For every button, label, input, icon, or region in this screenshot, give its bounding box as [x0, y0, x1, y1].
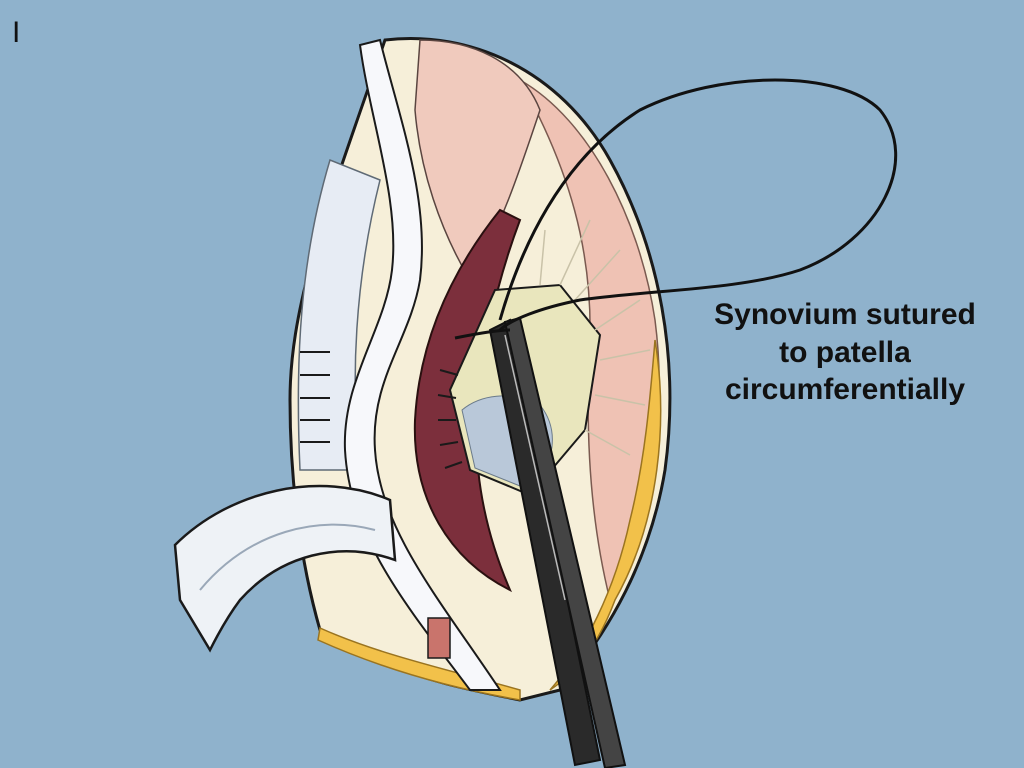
callout-line-1: Synovium sutured	[714, 298, 976, 331]
retractor-inner	[199, 523, 376, 591]
fat-lining	[549, 339, 662, 691]
medial-sutures	[300, 351, 330, 443]
callout-line-3: circumferentially	[724, 373, 966, 406]
radiating-lines	[539, 219, 651, 456]
suture-thread-strand	[454, 328, 511, 340]
callout-line-2: to patella	[779, 335, 911, 369]
panel-label: I	[12, 16, 21, 49]
callout-label: Synovium sutured to patella circumferent…	[670, 296, 1020, 409]
synovium-sutures	[437, 369, 463, 469]
tissue-marker	[427, 617, 451, 659]
retractor	[173, 484, 397, 653]
suture-thread	[498, 78, 898, 332]
